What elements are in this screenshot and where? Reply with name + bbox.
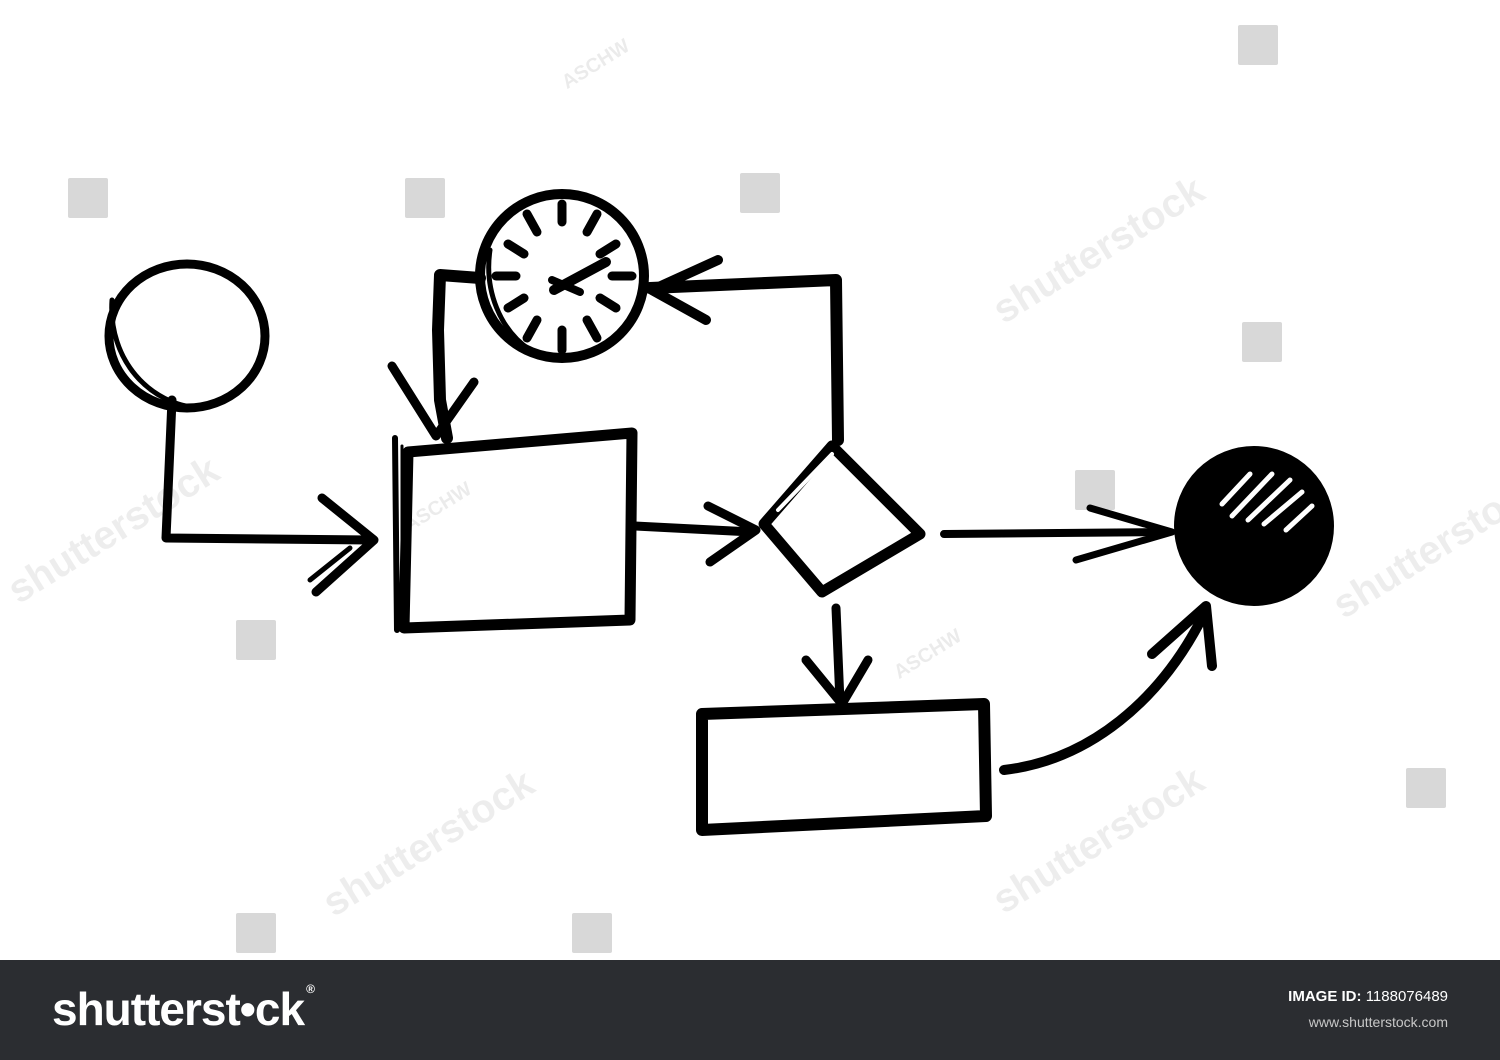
watermark-square	[1406, 768, 1446, 808]
image-id-value: 1188076489	[1365, 988, 1448, 1005]
watermark-square	[236, 620, 276, 660]
watermark-square	[1075, 470, 1115, 510]
watermark-square	[740, 173, 780, 213]
edge-decision-to-subprocess	[801, 603, 873, 709]
trademark-symbol: ®	[306, 982, 315, 996]
process-box	[392, 427, 638, 634]
diagram-canvas: shutterstock shutterstock shutterstock s…	[0, 25, 1500, 953]
watermark-square	[1242, 322, 1282, 362]
stock-footer-bar: shutterst•ck® IMAGE ID: 1188076489 www.s…	[0, 960, 1500, 1060]
shutterstock-logo: shutterst•ck®	[52, 982, 315, 1036]
watermark-square	[405, 178, 445, 218]
edge-start-to-process	[161, 395, 379, 597]
clock-icon	[475, 189, 649, 363]
image-id-label: IMAGE ID:	[1288, 988, 1362, 1005]
edge-subprocess-to-end	[999, 601, 1217, 775]
brand-wordmark: shutterst•ck	[52, 983, 305, 1035]
flowchart-diagram	[104, 189, 1334, 836]
watermark-square	[68, 178, 108, 218]
end-circle	[1174, 446, 1334, 606]
edge-decision-to-end	[940, 504, 1176, 564]
watermark-square	[1238, 25, 1278, 65]
watermark-square	[236, 913, 276, 953]
edge-timer-to-process	[387, 269, 486, 444]
subprocess-box	[696, 698, 992, 836]
edge-process-to-decision	[629, 501, 761, 567]
site-url: www.shutterstock.com	[1308, 1014, 1448, 1030]
edge-decision-to-timer	[644, 255, 844, 446]
watermark-square	[572, 913, 612, 953]
image-id: IMAGE ID: 1188076489	[1288, 988, 1448, 1005]
start-circle	[104, 259, 270, 413]
decision-diamond	[758, 440, 926, 598]
